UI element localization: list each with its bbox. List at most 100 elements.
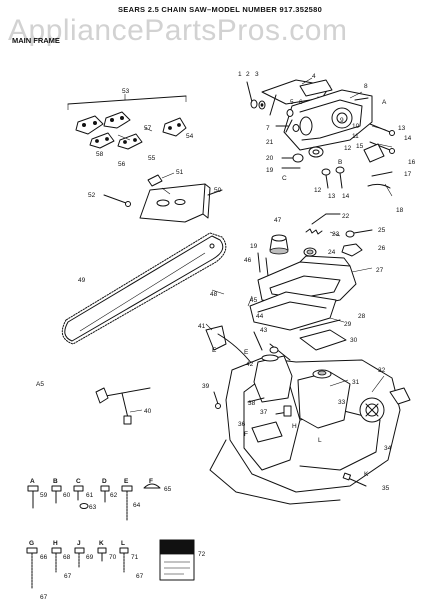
- callout-70: 70: [109, 554, 117, 561]
- callout-31: 31: [352, 379, 360, 386]
- callout-67a: 67: [40, 594, 48, 600]
- callout-8: 8: [364, 83, 368, 90]
- callout-69: 69: [86, 554, 94, 561]
- part-50-bar-plate: [139, 183, 223, 223]
- hardware-letter-G: G: [29, 540, 34, 547]
- part-47-knob: [269, 234, 289, 255]
- callout-67c: 67: [136, 573, 144, 580]
- callout-23: 23: [332, 231, 340, 238]
- callout-7: 7: [266, 125, 270, 132]
- part-53-chain-links: [67, 94, 187, 150]
- callout-6: 6: [299, 99, 303, 106]
- callout-67b: 67: [64, 573, 72, 580]
- part-8-housing-top: [283, 89, 373, 151]
- callout-51: 51: [176, 169, 184, 176]
- callout-18: 18: [396, 207, 404, 214]
- ref-letter-H: H: [292, 423, 297, 430]
- callout-30: 30: [350, 337, 358, 344]
- hardware-letter-A: A: [30, 478, 35, 485]
- section-title: MAIN FRAME: [12, 36, 60, 45]
- hardware-K-screw: [97, 547, 107, 562]
- callout-3: 3: [255, 71, 259, 78]
- callout-13b: 13: [328, 193, 336, 200]
- callout-62: 62: [110, 492, 118, 499]
- callout-28: 28: [358, 313, 366, 320]
- callout-57: 57: [144, 125, 152, 132]
- part-22-pin: [311, 213, 341, 225]
- part-38-39-fasteners: [213, 391, 265, 409]
- callout-36: 36: [238, 421, 246, 428]
- part-48-guide-bar: [61, 232, 227, 345]
- callout-19: 19: [266, 167, 274, 174]
- callout-1: 1: [238, 71, 242, 78]
- part-72-manual: [159, 539, 195, 581]
- callout-27: 27: [376, 267, 384, 274]
- callout-43: 43: [260, 327, 268, 334]
- ref-letter-A: A: [382, 99, 387, 106]
- hardware-letter-K: K: [99, 540, 104, 547]
- part-30-pad: [299, 329, 347, 351]
- part-33-recoil-starter: [359, 387, 411, 423]
- callout-12: 12: [344, 145, 352, 152]
- hardware-H-bolt: [51, 547, 62, 573]
- callout-60: 60: [63, 492, 71, 499]
- hardware-letter-D: D: [102, 478, 107, 485]
- part-51-adjuster: [147, 172, 175, 187]
- part-28-29-air-filter: [249, 291, 341, 331]
- callout-66: 66: [40, 554, 48, 561]
- callout-41: 41: [198, 323, 206, 330]
- callout-9: 9: [340, 117, 344, 124]
- ref-letter-E2: E: [244, 349, 249, 356]
- ref-letter-F: F: [244, 431, 248, 438]
- callout-14b: 14: [342, 193, 350, 200]
- ref-letter-L: L: [318, 437, 322, 444]
- callout-56: 56: [118, 161, 126, 168]
- callout-29: 29: [344, 321, 352, 328]
- hardware-letter-F: F: [149, 478, 153, 485]
- callout-32: 32: [378, 367, 386, 374]
- callout-24: 24: [328, 249, 336, 256]
- hardware-J-bolt: [74, 547, 85, 569]
- callout-17: 17: [404, 171, 412, 178]
- callout-25: 25: [378, 227, 386, 234]
- hardware-letter-E: E: [124, 478, 129, 485]
- hardware-F-cap: [143, 483, 161, 489]
- callout-35: 35: [382, 485, 390, 492]
- callout-59: 59: [40, 492, 48, 499]
- ref-letter-K: K: [364, 471, 369, 478]
- hardware-B-screw: [51, 485, 62, 504]
- ref-letter-C: C: [282, 175, 287, 182]
- callout-19b: 19: [250, 243, 258, 250]
- callout-33: 33: [338, 399, 346, 406]
- ref-letter-E1: E: [212, 347, 217, 354]
- callout-15: 15: [356, 143, 364, 150]
- callout-47: 47: [274, 217, 282, 224]
- callout-65: 65: [164, 486, 172, 493]
- hardware-letter-J: J: [77, 540, 81, 547]
- hardware-A-screw: [27, 485, 39, 509]
- callout-61: 61: [86, 492, 94, 499]
- callout-50: 50: [214, 187, 222, 194]
- hardware-letter-L: L: [121, 540, 125, 547]
- callout-12b: 12: [314, 187, 322, 194]
- callout-14: 14: [404, 135, 412, 142]
- hardware-letter-C: C: [76, 478, 81, 485]
- hardware-letter-H: H: [53, 540, 58, 547]
- hardware-C-screw: [73, 485, 89, 509]
- part-5-6-7-fasteners: [275, 109, 300, 132]
- hardware-E-screw: [121, 485, 133, 521]
- callout-5: 5: [290, 99, 294, 106]
- callout-11: 11: [352, 133, 359, 140]
- callout-13: 13: [398, 125, 406, 132]
- page-title: SEARS 2.5 CHAIN SAW–MODEL NUMBER 917.352…: [118, 5, 323, 14]
- part-20-21-bushing: [281, 146, 324, 163]
- callout-46: 46: [244, 257, 252, 264]
- part-16-17-18-bracket: [363, 143, 393, 197]
- callout-4: 4: [312, 73, 316, 80]
- part-24-valve: [303, 247, 317, 257]
- callout-58: 58: [96, 151, 104, 158]
- callout-20: 20: [266, 155, 274, 162]
- callout-71: 71: [131, 554, 139, 561]
- callout-37: 37: [260, 409, 268, 416]
- callout-54: 54: [186, 133, 194, 140]
